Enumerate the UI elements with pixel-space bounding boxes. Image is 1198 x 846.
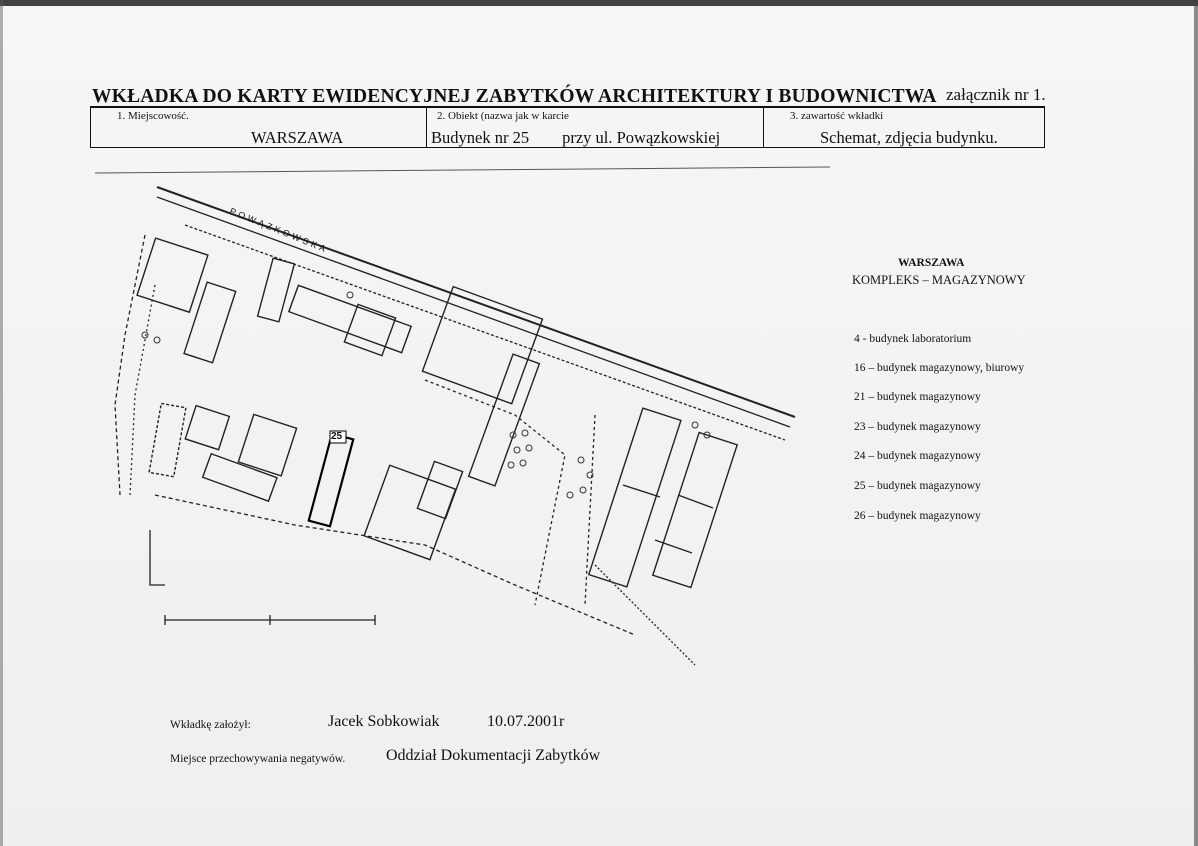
legend-item: 23 – budynek magazynowy [854, 421, 981, 433]
scan-edge-right [1194, 0, 1198, 846]
field-locality-label: 1. Miejscowość. [117, 110, 189, 122]
annex-number: załącznik nr 1. [946, 85, 1046, 104]
legend-item: 4 - budynek laboratorium [854, 333, 972, 345]
field-contents-label: 3. zawartość wkładki [790, 110, 884, 122]
field-contents: 3. zawartość wkładki Schemat, zdjęcia bu… [764, 108, 1044, 147]
field-locality: 1. Miejscowość. WARSZAWA [91, 108, 427, 147]
site-plan-map [95, 166, 830, 666]
entry-date: 10.07.2001r [487, 713, 565, 730]
legend-item: 25 – budynek magazynowy [854, 480, 981, 492]
legend-title: WARSZAWA [898, 257, 965, 269]
legend-item: 16 – budynek magazynowy, biurowy [854, 362, 1025, 374]
storage-label: Miejsce przechowywania negatywów. [170, 753, 346, 765]
scan-edge-top [0, 0, 1198, 6]
field-object: 2. Obiekt (nazwa jak w karcie Budynek nr… [427, 108, 764, 147]
storage-value: Oddział Dokumentacji Zabytków [386, 747, 601, 764]
field-contents-value: Schemat, zdjęcia budynku. [820, 128, 998, 147]
legend-item: 26 – budynek magazynowy [854, 510, 981, 522]
header-table: 1. Miejscowość. WARSZAWA 2. Obiekt (nazw… [90, 106, 1045, 148]
author-name: Jacek Sobkowiak [328, 713, 440, 730]
legend-item: 24 – budynek magazynowy [854, 450, 981, 462]
document-title: WKŁADKA DO KARTY EWIDENCYJNEJ ZABYTKÓW A… [92, 86, 937, 107]
author-label: Wkładkę założył: [170, 719, 251, 731]
field-object-value: Budynek nr 25 przy ul. Powązkowskiej [431, 128, 721, 147]
legend-subtitle: KOMPLEKS – MAGAZYNOWY [852, 273, 1026, 287]
building-25-label: 25 [331, 431, 343, 442]
field-locality-value: WARSZAWA [251, 128, 344, 147]
field-object-label: 2. Obiekt (nazwa jak w karcie [437, 110, 569, 122]
legend-item: 21 – budynek magazynowy [854, 391, 981, 403]
scan-edge-left [0, 0, 3, 846]
